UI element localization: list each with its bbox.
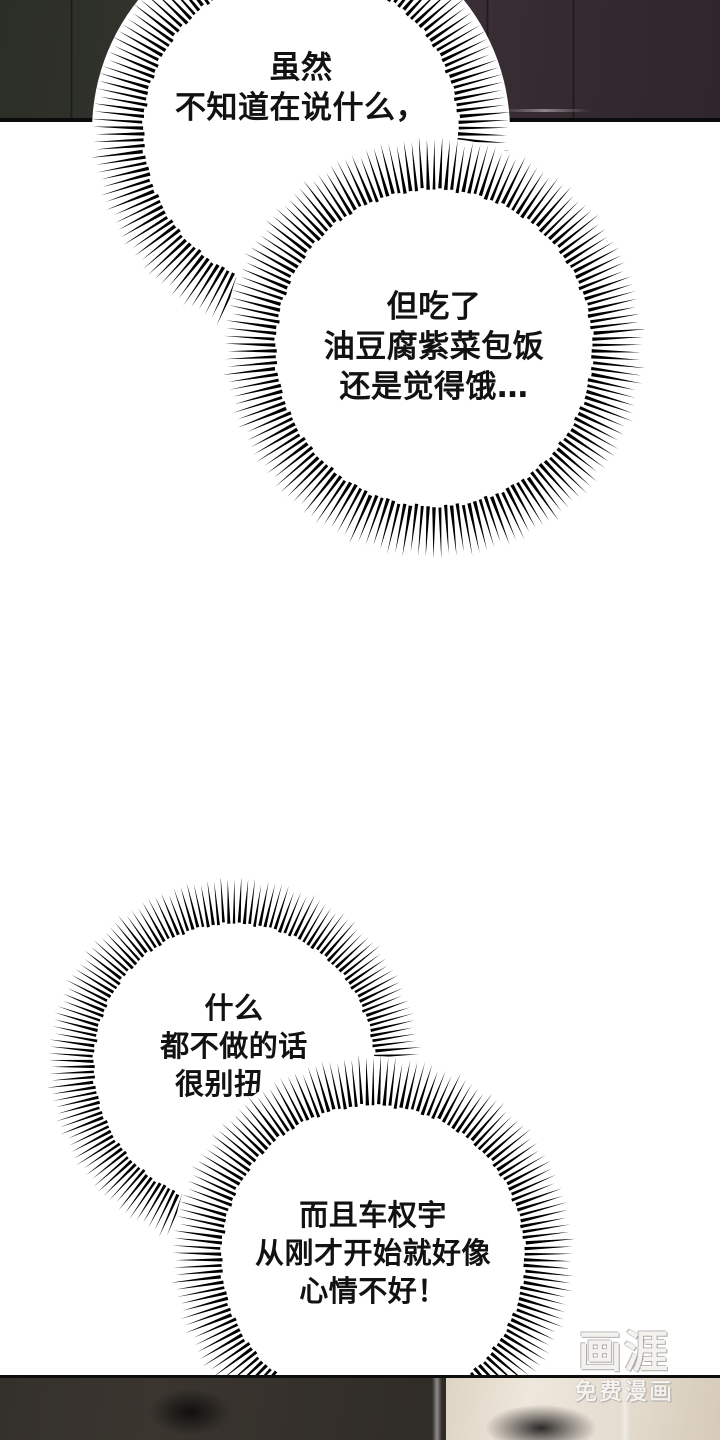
bubble-2-line-3: 还是觉得饿… [339, 369, 529, 406]
speech-bubble-1-text: 虽然 不知道在说什么， [92, 0, 510, 340]
speech-bubble-2: 但吃了 油豆腐紫菜包饭 还是觉得饿… [224, 138, 644, 558]
bubble-1-line-1: 虽然 [269, 49, 333, 86]
panel-bottom-light-streak-a [432, 1375, 442, 1440]
panel-top-streak-a [70, 0, 73, 122]
bubble-2-line-1: 但吃了 [386, 288, 482, 325]
bubble-4-line-1: 而且车权宇 [299, 1198, 447, 1233]
speech-bubble-2-text: 但吃了 油豆腐紫菜包饭 还是觉得饿… [224, 138, 644, 558]
bottom-scene-panel [0, 1375, 720, 1440]
panel-top-streak-c [572, 0, 575, 122]
bubble-1-line-2: 不知道在说什么， [175, 90, 427, 126]
panel-bottom-divider [0, 1375, 720, 1378]
bubble-2-line-2: 油豆腐紫菜包饭 [323, 328, 545, 365]
panel-bottom-light-streak-b [620, 1375, 630, 1440]
panel-top-glint [500, 109, 590, 112]
speech-bubble-4-text: 而且车权宇 从刚才开始就好像 心情不好！ [172, 1056, 574, 1440]
bubble-4-line-2: 从刚才开始就好像 [254, 1236, 491, 1271]
bubble-4-line-3: 心情不好！ [299, 1273, 447, 1308]
panel-bottom-smudge-a [150, 1389, 230, 1435]
bubble-3-line-2: 都不做的话 [160, 1029, 308, 1064]
panel-bottom-smudge-b [486, 1405, 596, 1440]
bubble-3-line-1: 什么 [204, 991, 264, 1026]
